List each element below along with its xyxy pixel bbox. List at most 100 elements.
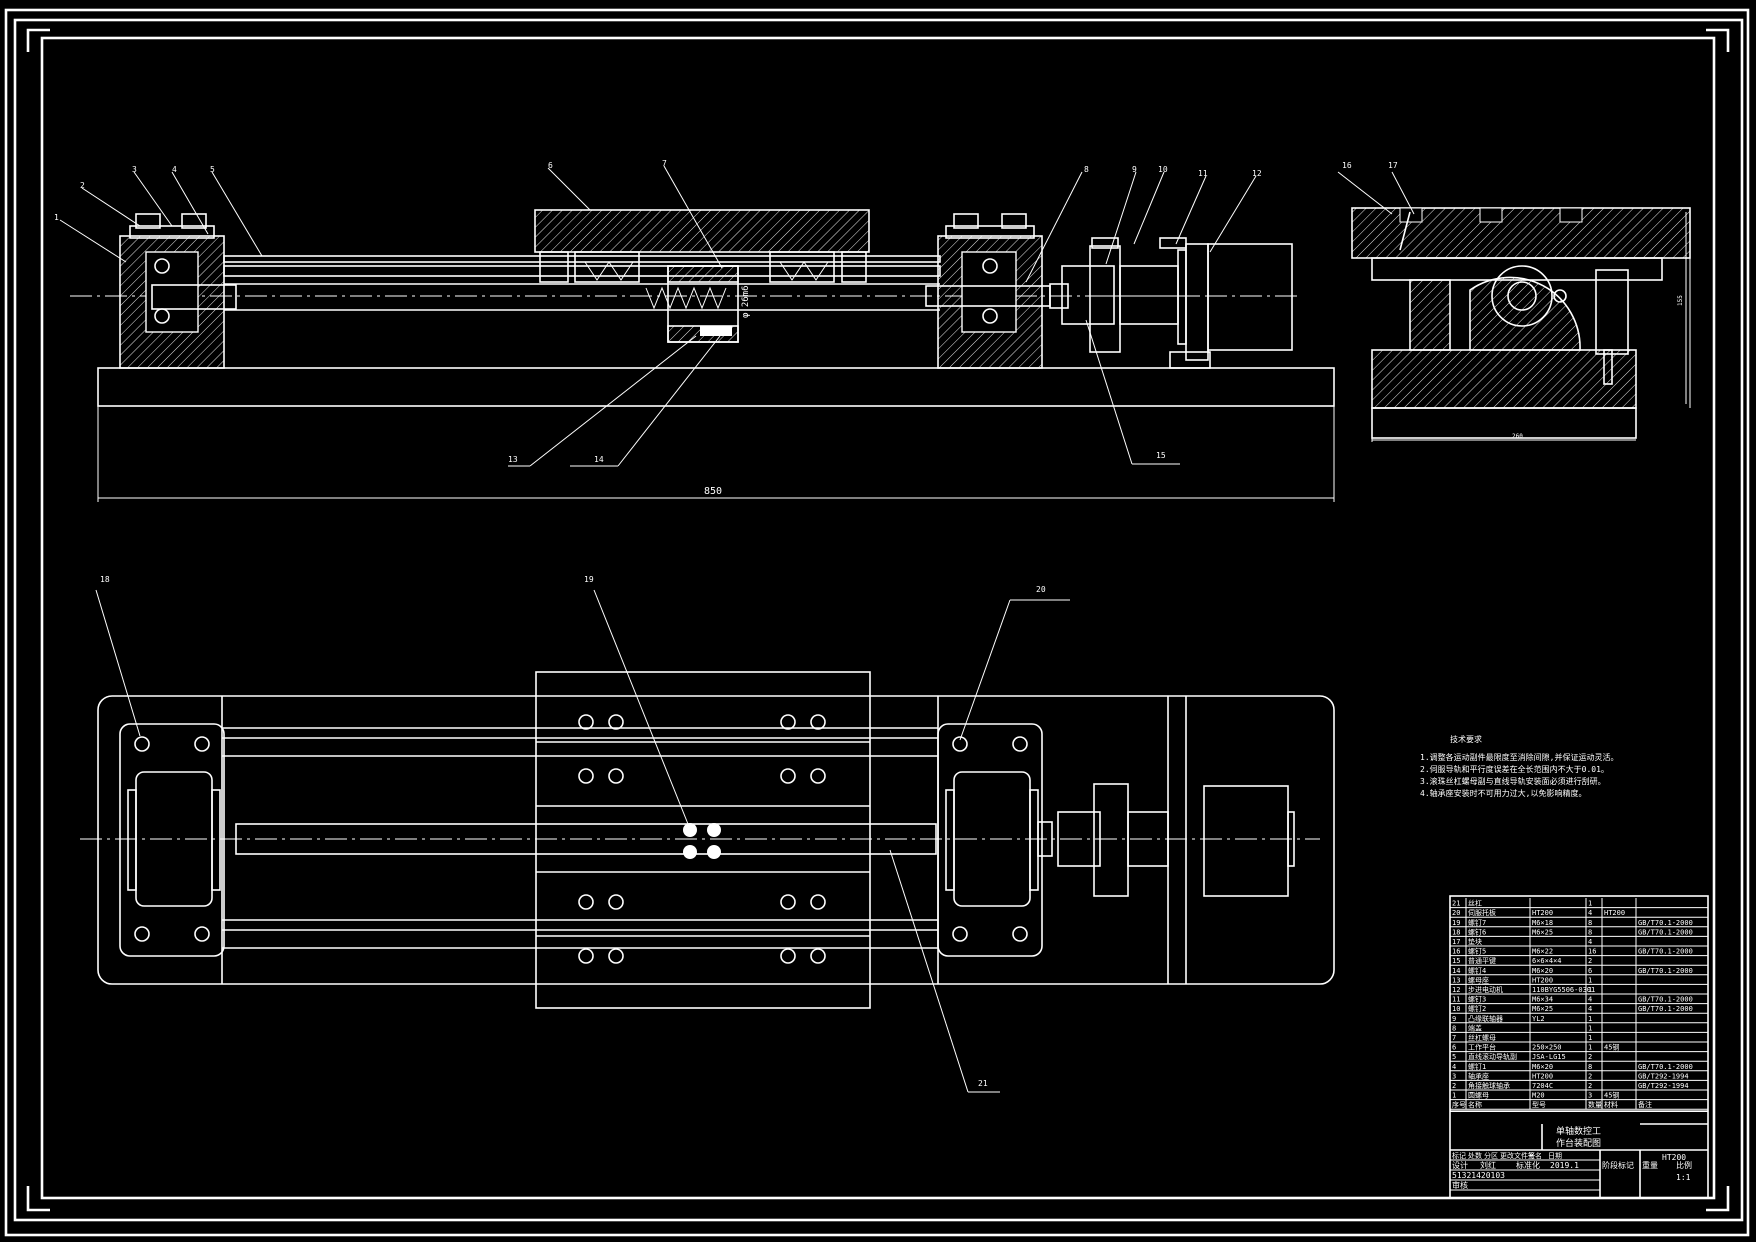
bom-cell-qty: 4 [1588, 909, 1592, 917]
bom-cell-no: 13 [1452, 976, 1460, 984]
overall-length-dimension: 850 [97, 406, 1335, 502]
bom-cell-qty: 2 [1588, 1072, 1592, 1080]
bom-cell-spec: HT200 [1532, 976, 1553, 984]
guide-rails [223, 255, 941, 311]
bom-cell-mat: 材料 [1604, 1100, 1618, 1109]
bom-cell-mat: 45钢 [1604, 1091, 1619, 1100]
balloon-10: 10 [1158, 165, 1168, 174]
balloon-3: 3 [132, 165, 137, 174]
balloon-15: 15 [1156, 451, 1166, 460]
bom-cell-std: 备注 [1638, 1100, 1652, 1109]
bom-cell-spec: M6×25 [1532, 928, 1553, 936]
bom-cell-qty: 3 [1588, 1092, 1592, 1100]
bom-cell-spec: HT200 [1532, 1072, 1553, 1080]
coupling-and-motor [925, 237, 1300, 369]
sheet-frame [4, 8, 1750, 1237]
bom-cell-mat: 45钢 [1604, 1043, 1619, 1052]
drawing-number: 51321420103 [1452, 1171, 1505, 1180]
bom-cell-no: 15 [1452, 957, 1460, 965]
bom-cell-spec: M20 [1532, 1092, 1545, 1100]
bom-cell-qty: 8 [1588, 928, 1592, 936]
balloon-2: 2 [80, 181, 85, 190]
balloon-7: 7 [662, 159, 667, 168]
bom-cell-no: 19 [1452, 919, 1460, 927]
bom-cell-name: 名称 [1468, 1100, 1482, 1109]
bom-cell-no: 18 [1452, 928, 1460, 936]
bom-cell-no: 12 [1452, 986, 1460, 994]
bom-cell-no: 4 [1452, 1063, 1456, 1071]
bom-cell-name: 垫块 [1468, 937, 1482, 946]
balloon-8: 8 [1084, 165, 1089, 174]
bom-cell-spec: M6×25 [1532, 1005, 1553, 1013]
bom-cell-qty: 2 [1588, 957, 1592, 965]
height-dimension: 155 [1677, 295, 1684, 306]
bom-cell-no: 7 [1452, 1034, 1456, 1042]
bom-cell-spec: M6×20 [1532, 1063, 1553, 1071]
bom-cell-mat: HT200 [1604, 909, 1625, 917]
bom-cell-qty: 1 [1588, 1024, 1592, 1032]
bom-cell-name: 丝杠 [1468, 899, 1482, 908]
bom-cell-qty: 1 [1588, 976, 1592, 984]
bom-cell-qty: 6 [1588, 967, 1592, 975]
bom-cell-spec: M6×20 [1532, 967, 1553, 975]
tech-requirement-2: 2.伺服导轨和平行度误差在全长范围内不大于0.01。 [1420, 765, 1609, 774]
bom-cell-qty: 8 [1588, 919, 1592, 927]
label-scale: 比例 [1676, 1160, 1692, 1170]
bom-cell-qty: 1 [1588, 1034, 1592, 1042]
bom-cell-qty: 1 [1588, 1044, 1592, 1052]
designer-name: 刘红 [1480, 1160, 1496, 1170]
tech-requirements-title: 技术要求 [1450, 735, 1482, 744]
bom-cell-no: 20 [1452, 909, 1460, 917]
frame-corner-marks [26, 28, 1730, 1212]
bom-grid [1450, 898, 1708, 1112]
title-material: HT200 [1662, 1153, 1686, 1162]
balloon-4: 4 [172, 165, 177, 174]
nut-bolt-holes [683, 823, 721, 859]
label-design: 设计 [1452, 1160, 1468, 1170]
front-view: φ 26m6 [59, 165, 1335, 502]
table-bolt-holes [578, 714, 826, 964]
balloon-14: 14 [594, 455, 604, 464]
bom-cell-std: GB/T70.1-2000 [1638, 967, 1693, 975]
bom-cell-std: GB/T70.1-2000 [1638, 919, 1693, 927]
label-stage: 阶段标记 [1602, 1160, 1634, 1170]
bom-cell-no: 17 [1452, 938, 1460, 946]
title-block-row-label: 更改文件号 [1500, 1151, 1535, 1160]
bom-cell-no: 10 [1452, 1005, 1460, 1013]
bom-cell-spec: M6×22 [1532, 948, 1553, 956]
bom-cell-std: GB/T70.1-2000 [1638, 1005, 1693, 1013]
drawing-title-line2: 作台装配图 [1556, 1137, 1601, 1149]
balloon-21: 21 [978, 1079, 988, 1088]
bom-cell-spec: M6×18 [1532, 919, 1553, 927]
bom-cell-qty: 4 [1588, 996, 1592, 1004]
bom-cell-qty: 16 [1588, 948, 1596, 956]
balloon-9: 9 [1132, 165, 1137, 174]
title-block-row-labels: 标记处数分区更改文件号签名日期 [1452, 1151, 1562, 1160]
bom-cell-name: 螺钉3 [1468, 995, 1486, 1004]
balloon-20: 20 [1036, 585, 1046, 594]
base-plate [97, 367, 1335, 407]
tech-requirement-4: 4.轴承座安装时不可用力过大,以免影响精度。 [1420, 789, 1587, 798]
bom-cell-name: 螺钉1 [1468, 1062, 1486, 1071]
bom-cell-name: 角接触球轴承 [1468, 1081, 1510, 1090]
bom-cell-qty: 2 [1588, 1082, 1592, 1090]
work-table-top [535, 671, 871, 1009]
tech-requirement-1: 1.调整各运动副件最限度至消除间隙,并保证运动灵活。 [1420, 753, 1619, 762]
bom-cell-no: 1 [1452, 1092, 1456, 1100]
balloon-13: 13 [508, 455, 518, 464]
balloon-5: 5 [210, 165, 215, 174]
bom-cell-qty: 8 [1588, 1063, 1592, 1071]
title-block-row-label: 处数 [1468, 1151, 1482, 1160]
bom-cell-no: 6 [1452, 1044, 1456, 1052]
work-table [534, 209, 870, 283]
bom-cell-name: 步进电动机 [1468, 985, 1503, 994]
bom-cell-qty: 4 [1588, 1005, 1592, 1013]
bom-cell-no: 2 [1452, 1082, 1456, 1090]
balloon-labels: 1 2 3 4 5 6 7 8 9 10 11 12 13 14 15 16 1… [54, 159, 1398, 1088]
bom-cell-name: 螺钉2 [1468, 1004, 1486, 1013]
bearing-bolt-holes [134, 736, 1028, 942]
bom-cell-std: GB/T70.1-2000 [1638, 996, 1693, 1004]
bom-cell-qty: 1 [1588, 986, 1592, 994]
tech-requirements: 技术要求 1.调整各运动副件最限度至消除间隙,并保证运动灵活。 2.伺服导轨和平… [1420, 734, 1618, 800]
